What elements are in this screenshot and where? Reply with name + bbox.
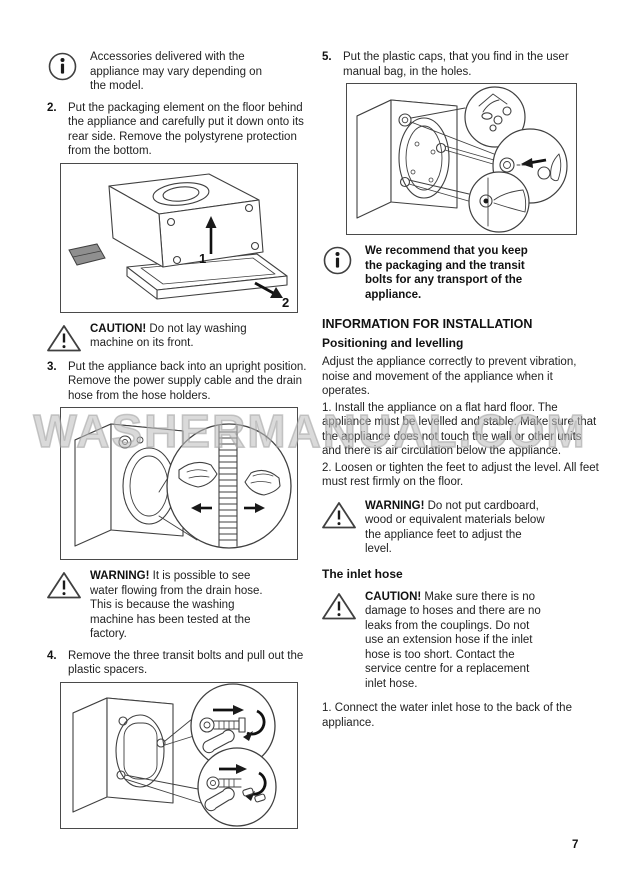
note-recommend-text: We recommend that you keep the packaging… bbox=[365, 244, 547, 302]
note-caution-hose: CAUTION! Make sure there is no damage to… bbox=[322, 590, 600, 692]
caution-text: Do not lay washing machine on its front. bbox=[90, 322, 247, 350]
info-icon bbox=[322, 244, 365, 302]
left-column: Accessories delivered with the appliance… bbox=[47, 48, 310, 838]
step-2-number: 2. bbox=[47, 101, 57, 114]
drain-hose-illustration bbox=[73, 423, 292, 549]
para-install: 1. Install the appliance on a flat hard … bbox=[322, 401, 597, 458]
figure-label-2: 2 bbox=[282, 295, 289, 310]
recommend-text: We recommend that you keep the packaging… bbox=[365, 245, 528, 301]
subheading-positioning: Positioning and levelling bbox=[322, 336, 464, 350]
warning-triangle-icon bbox=[47, 569, 90, 642]
info-icon bbox=[47, 50, 90, 94]
figure-transit-bolts bbox=[59, 681, 298, 829]
right-column: 5. Put the plastic caps, that you find i… bbox=[322, 48, 600, 738]
warning-triangle-icon bbox=[47, 322, 90, 353]
step-5: 5. Put the plastic caps, that you find i… bbox=[322, 50, 600, 79]
step-4-text: Remove the three transit bolts and pull … bbox=[68, 649, 304, 677]
note-caution-hose-text: CAUTION! Make sure there is no damage to… bbox=[365, 590, 547, 692]
note-caution-front: CAUTION! Do not lay washing machine on i… bbox=[47, 322, 310, 353]
warning-label: WARNING! bbox=[365, 499, 425, 512]
figure-plastic-caps bbox=[345, 83, 577, 235]
step-2: 2. Put the packaging element on the floo… bbox=[47, 101, 310, 159]
note-warning-water: WARNING! It is possible to see water flo… bbox=[47, 569, 310, 642]
figure-drain-hose bbox=[59, 407, 298, 560]
para-connect: 1. Connect the water inlet hose to the b… bbox=[322, 702, 572, 729]
transit-bolts-illustration bbox=[71, 682, 277, 827]
step-3: 3. Put the appliance back into an uprigh… bbox=[47, 360, 310, 404]
caution-text: Make sure there is no damage to hoses an… bbox=[365, 590, 541, 690]
para-loosen: 2. Loosen or tighten the feet to adjust … bbox=[322, 461, 599, 489]
caution-label: CAUTION! bbox=[365, 590, 422, 603]
note-warning-water-text: WARNING! It is possible to see water flo… bbox=[90, 569, 272, 642]
step-2-text: Put the packaging element on the floor b… bbox=[68, 101, 304, 158]
note-accessories: Accessories delivered with the appliance… bbox=[47, 50, 310, 94]
warning-label: WARNING! bbox=[90, 570, 150, 582]
note-recommend: We recommend that you keep the packaging… bbox=[322, 244, 600, 302]
page-number: 7 bbox=[572, 839, 579, 851]
warning-triangle-icon bbox=[322, 499, 365, 557]
warning-triangle-icon bbox=[322, 590, 365, 692]
warning-text: It is possible to see water flowing from… bbox=[90, 570, 263, 640]
plastic-caps-illustration bbox=[355, 86, 568, 233]
note-warning-cardboard: WARNING! Do not put cardboard, wood or e… bbox=[322, 499, 600, 557]
note-caution-front-text: CAUTION! Do not lay washing machine on i… bbox=[90, 322, 272, 353]
step-4: 4. Remove the three transit bolts and pu… bbox=[47, 649, 310, 678]
para-adjust: Adjust the appliance correctly to preven… bbox=[322, 356, 577, 397]
step-5-number: 5. bbox=[322, 51, 332, 63]
step-5-text: Put the plastic caps, that you find in t… bbox=[343, 51, 569, 78]
heading-information-for-installation: INFORMATION FOR INSTALLATION bbox=[322, 317, 533, 331]
figure-label-1: 1 bbox=[199, 251, 206, 266]
step-4-number: 4. bbox=[47, 649, 57, 662]
step-3-number: 3. bbox=[47, 360, 57, 373]
note-accessories-text: Accessories delivered with the appliance… bbox=[90, 51, 262, 92]
warning-text: Do not put cardboard, wood or equivalent… bbox=[365, 499, 545, 556]
subheading-inlet-hose: The inlet hose bbox=[322, 566, 403, 581]
note-warning-cardboard-text: WARNING! Do not put cardboard, wood or e… bbox=[365, 499, 547, 557]
figure-packaging-removal: 1 2 bbox=[59, 162, 298, 313]
packaging-illustration: 1 2 bbox=[67, 172, 289, 310]
step-3-text: Put the appliance back into an upright p… bbox=[68, 360, 307, 402]
caution-label: CAUTION! bbox=[90, 322, 147, 335]
